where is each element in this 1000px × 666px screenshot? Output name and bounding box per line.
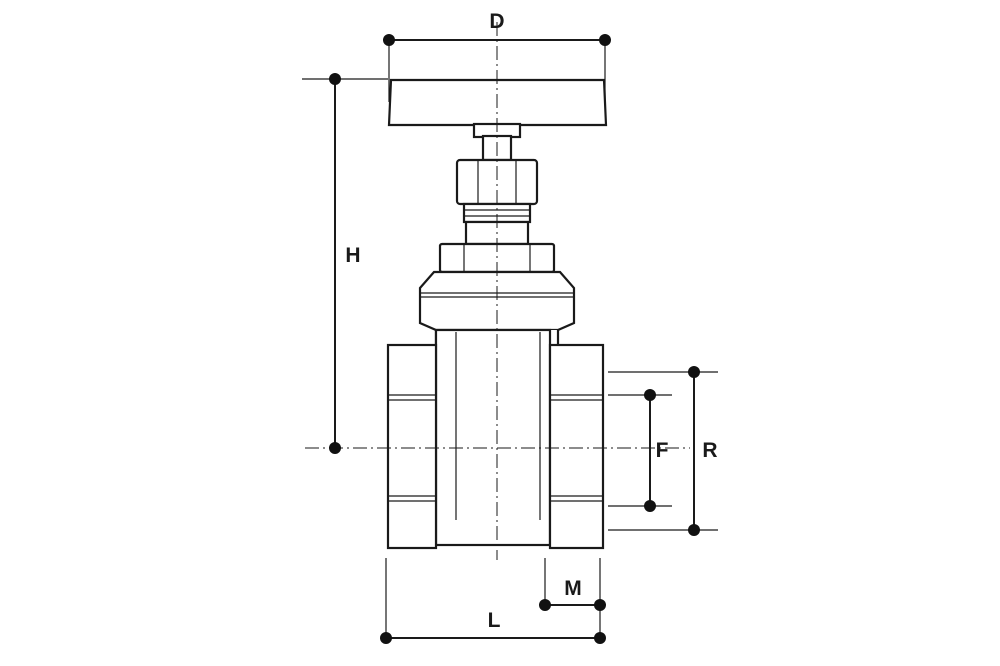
dimension-r: R (608, 366, 718, 536)
valve-drawing (305, 22, 690, 560)
dimension-m: M (539, 558, 606, 640)
label-r: R (702, 439, 717, 462)
label-f: F (656, 439, 669, 462)
label-d: D (489, 10, 504, 33)
label-h: H (345, 244, 360, 267)
bonnet-flange (418, 270, 576, 332)
label-l: L (488, 609, 501, 632)
right-end-port (548, 343, 605, 550)
label-m: M (564, 577, 582, 600)
dimension-f: F (608, 389, 672, 512)
dimension-l: L (380, 558, 606, 644)
dimension-d: D (383, 10, 611, 102)
dimension-h: H (302, 73, 388, 454)
left-end-port (386, 343, 438, 550)
valve-body (434, 328, 552, 547)
